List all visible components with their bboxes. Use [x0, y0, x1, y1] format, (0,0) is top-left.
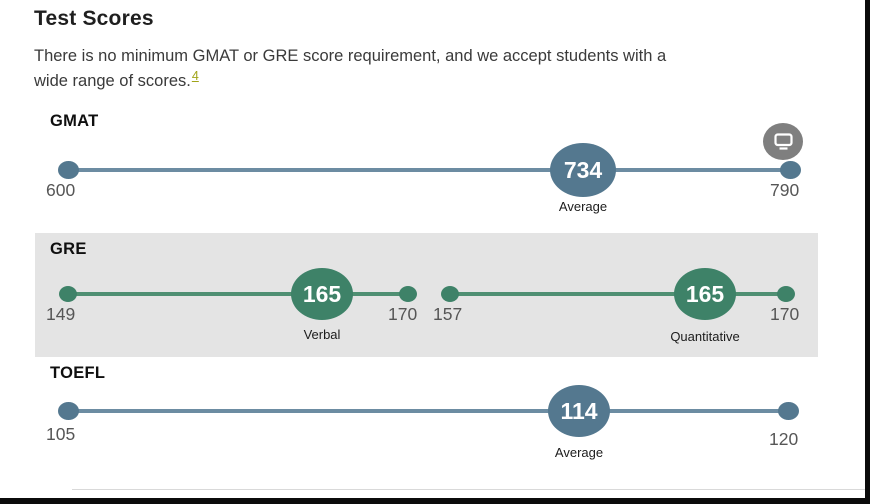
footnote-link[interactable]: 4 — [191, 68, 199, 83]
gre-quant-max-dot — [777, 286, 795, 302]
intro-line-1: There is no minimum GMAT or GRE score re… — [34, 47, 667, 65]
intro-text: There is no minimum GMAT or GRE score re… — [34, 44, 666, 94]
gmat-min-label: 600 — [46, 180, 76, 200]
gmat-max-label: 790 — [770, 180, 800, 200]
toefl-section-label: TOEFL — [50, 364, 106, 382]
tooltip-badge[interactable] — [763, 123, 803, 160]
gre-quant-bubble: 165 — [674, 268, 736, 320]
page-title: Test Scores — [34, 7, 154, 30]
gre-verbal-range-line — [68, 292, 408, 296]
gmat-average-value: 734 — [563, 156, 603, 183]
gre-quant-max-label: 170 — [770, 304, 800, 324]
gre-verbal-bubble: 165 — [291, 268, 353, 320]
toefl-max-label: 120 — [769, 429, 799, 449]
window-bottom-edge — [0, 498, 870, 504]
gre-quant-min-label: 157 — [433, 304, 463, 324]
gre-verbal-min-dot — [59, 286, 77, 302]
gre-quant-label: Quantitative — [670, 329, 740, 344]
gmat-range-line — [68, 168, 790, 172]
gmat-min-dot — [58, 161, 79, 179]
toefl-average-value: 114 — [560, 397, 598, 424]
monitor-icon — [773, 133, 793, 150]
gre-quant-range-line — [450, 292, 786, 296]
gre-quant-value: 165 — [685, 280, 725, 307]
toefl-min-dot — [58, 402, 79, 420]
section-divider — [72, 489, 865, 490]
gre-verbal-label: Verbal — [303, 327, 341, 342]
gre-verbal-max-label: 170 — [388, 304, 418, 324]
gmat-average-bubble: 734 — [550, 143, 616, 197]
gre-section-label: GRE — [50, 240, 87, 258]
gre-quant-min-dot — [441, 286, 459, 302]
gre-verbal-min-label: 149 — [46, 304, 76, 324]
intro-line-2: wide range of scores. — [34, 71, 191, 90]
toefl-average-label: Average — [554, 445, 604, 460]
window-right-edge — [865, 0, 870, 504]
toefl-max-dot — [778, 402, 799, 420]
toefl-range-line — [68, 409, 788, 413]
gmat-average-label: Average — [558, 199, 608, 214]
gre-verbal-value: 165 — [302, 280, 342, 307]
toefl-min-label: 105 — [46, 424, 76, 444]
gmat-section-label: GMAT — [50, 112, 99, 130]
gre-verbal-max-dot — [399, 286, 417, 302]
toefl-average-bubble: 114 — [548, 385, 610, 437]
gmat-max-dot — [780, 161, 801, 179]
